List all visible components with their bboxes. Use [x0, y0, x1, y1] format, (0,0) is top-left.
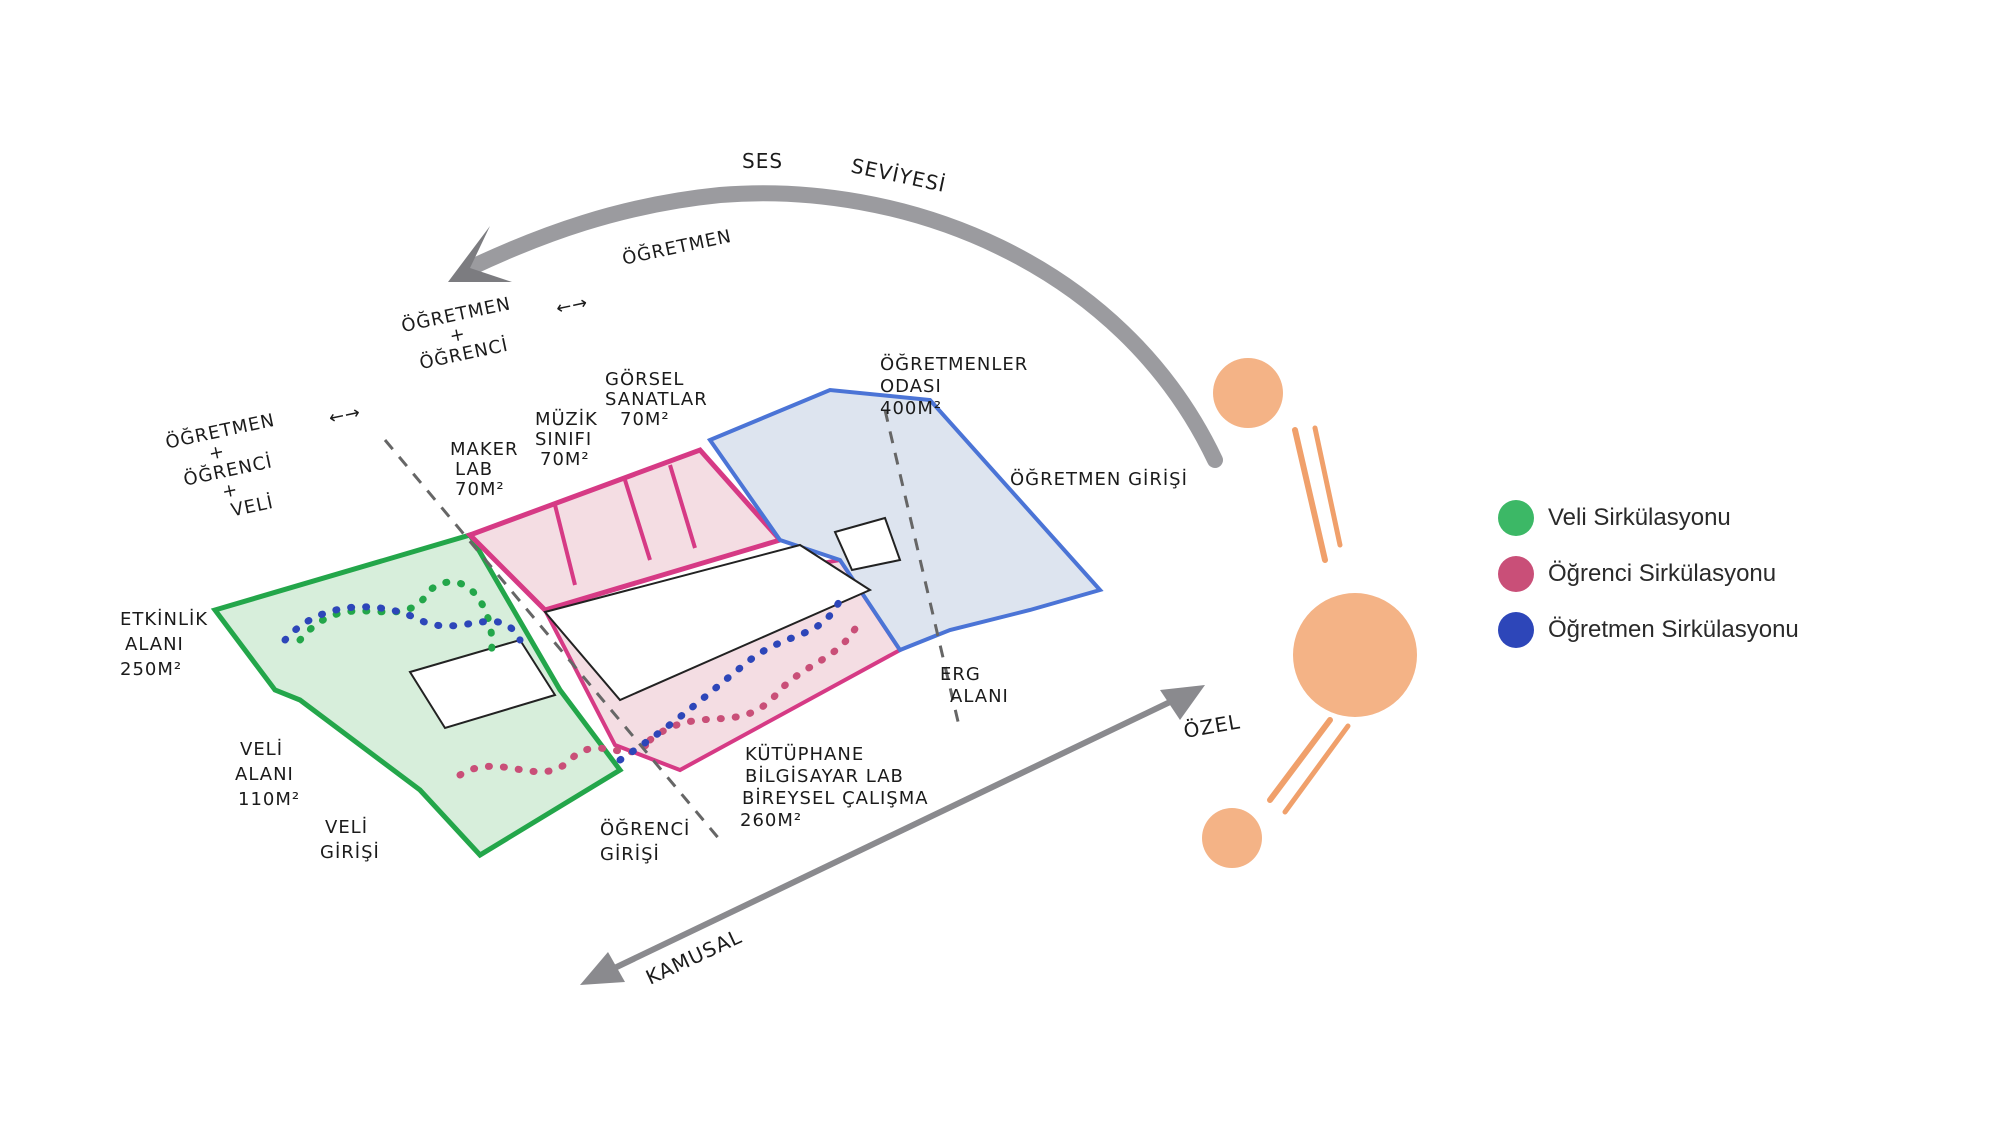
- label-kutuphane-2: BİLGİSAYAR LAB: [745, 766, 904, 787]
- label-kutuphane-1: KÜTÜPHANE: [745, 743, 864, 765]
- ogrenci-path-2: [646, 616, 864, 744]
- courtyard-small: [408, 638, 557, 730]
- legend-dot-pink: [1498, 556, 1534, 592]
- label-veli-girisi-2: GİRİŞİ: [320, 842, 380, 863]
- sun-path: [1202, 358, 1417, 868]
- legend-item-ogrenci: Öğrenci Sirkülasyonu: [1498, 546, 1799, 602]
- label-gorsel-2: SANATLAR: [605, 389, 708, 410]
- label-etkinlik-2: ALANI: [125, 634, 184, 655]
- legend-dot-blue: [1498, 612, 1534, 648]
- legend-label: Öğretmen Sirkülasyonu: [1548, 616, 1799, 643]
- veli-zone: [210, 532, 624, 859]
- label-erg-1: ERG: [940, 664, 981, 685]
- courtyard-teacher: [833, 516, 902, 572]
- label-veli-alani-2: ALANI: [235, 764, 294, 785]
- sound-label-1: SES: [742, 149, 783, 173]
- sound-level-arrow: [448, 185, 1223, 468]
- svg-text:+: +: [220, 479, 240, 503]
- label-ogretmenler-1: ÖĞRETMENLER: [880, 353, 1028, 375]
- courtyard-main: [543, 543, 873, 702]
- label-ogretmenler-2: ODASI: [880, 376, 942, 397]
- ogrenci-path-1: [456, 736, 654, 779]
- label-ogrenci-girisi-1: ÖĞRENCİ: [600, 818, 690, 840]
- label-kutuphane-4: 260M²: [740, 810, 802, 831]
- ogretmen-path-2: [616, 596, 844, 764]
- room-labels: ETKİNLİK ALANI 250M² MAKER LAB 70M² MÜZİ…: [120, 353, 1188, 865]
- label-muzik-1: MÜZİK: [535, 408, 598, 430]
- label-maker-2: LAB: [455, 459, 493, 480]
- legend-label: Öğrenci Sirkülasyonu: [1548, 560, 1777, 587]
- label-ogretmen-girisi: ÖĞRETMEN GİRİŞİ: [1010, 468, 1188, 490]
- label-etkinlik-3: 250M²: [120, 659, 182, 680]
- veli-path: [296, 578, 496, 664]
- legend-dot-green: [1498, 500, 1534, 536]
- label-veli-alani-3: 110M²: [238, 789, 300, 810]
- label-kutuphane-3: BİREYSEL ÇALIŞMA: [742, 788, 929, 809]
- label-gorsel-1: GÖRSEL: [605, 368, 684, 390]
- legend: Veli Sirkülasyonu Öğrenci Sirkülasyonu Ö…: [1498, 490, 1799, 658]
- public-private-axis: [580, 685, 1205, 985]
- svg-text:+: +: [448, 323, 468, 347]
- label-veli-girisi-1: VELİ: [325, 817, 368, 838]
- label-etkinlik-1: ETKİNLİK: [120, 609, 208, 630]
- label-gorsel-3: 70M²: [620, 409, 670, 430]
- legend-item-veli: Veli Sirkülasyonu: [1498, 490, 1799, 546]
- legend-label: Veli Sirkülasyonu: [1548, 504, 1731, 531]
- legend-item-ogretmen: Öğretmen Sirkülasyonu: [1498, 602, 1799, 658]
- ogretmen-path-1: [281, 603, 524, 644]
- label-erg-2: ALANI: [950, 686, 1009, 707]
- building-plan: [210, 387, 1104, 859]
- label-muzik-3: 70M²: [540, 449, 590, 470]
- label-ogretmenler-3: 400M²: [880, 398, 942, 419]
- label-maker-3: 70M²: [455, 479, 505, 500]
- label-veli-alani-1: VELİ: [240, 739, 283, 760]
- sun-top-icon: [1213, 358, 1283, 428]
- sun-bottom-icon: [1202, 808, 1262, 868]
- sun-large-icon: [1293, 593, 1417, 717]
- label-maker-1: MAKER: [450, 439, 519, 460]
- label-ogrenci-girisi-2: GİRİŞİ: [600, 844, 660, 865]
- ogretmen-zone: [706, 387, 1104, 653]
- label-muzik-2: SINIFI: [535, 429, 592, 450]
- svg-text:+: +: [207, 441, 227, 465]
